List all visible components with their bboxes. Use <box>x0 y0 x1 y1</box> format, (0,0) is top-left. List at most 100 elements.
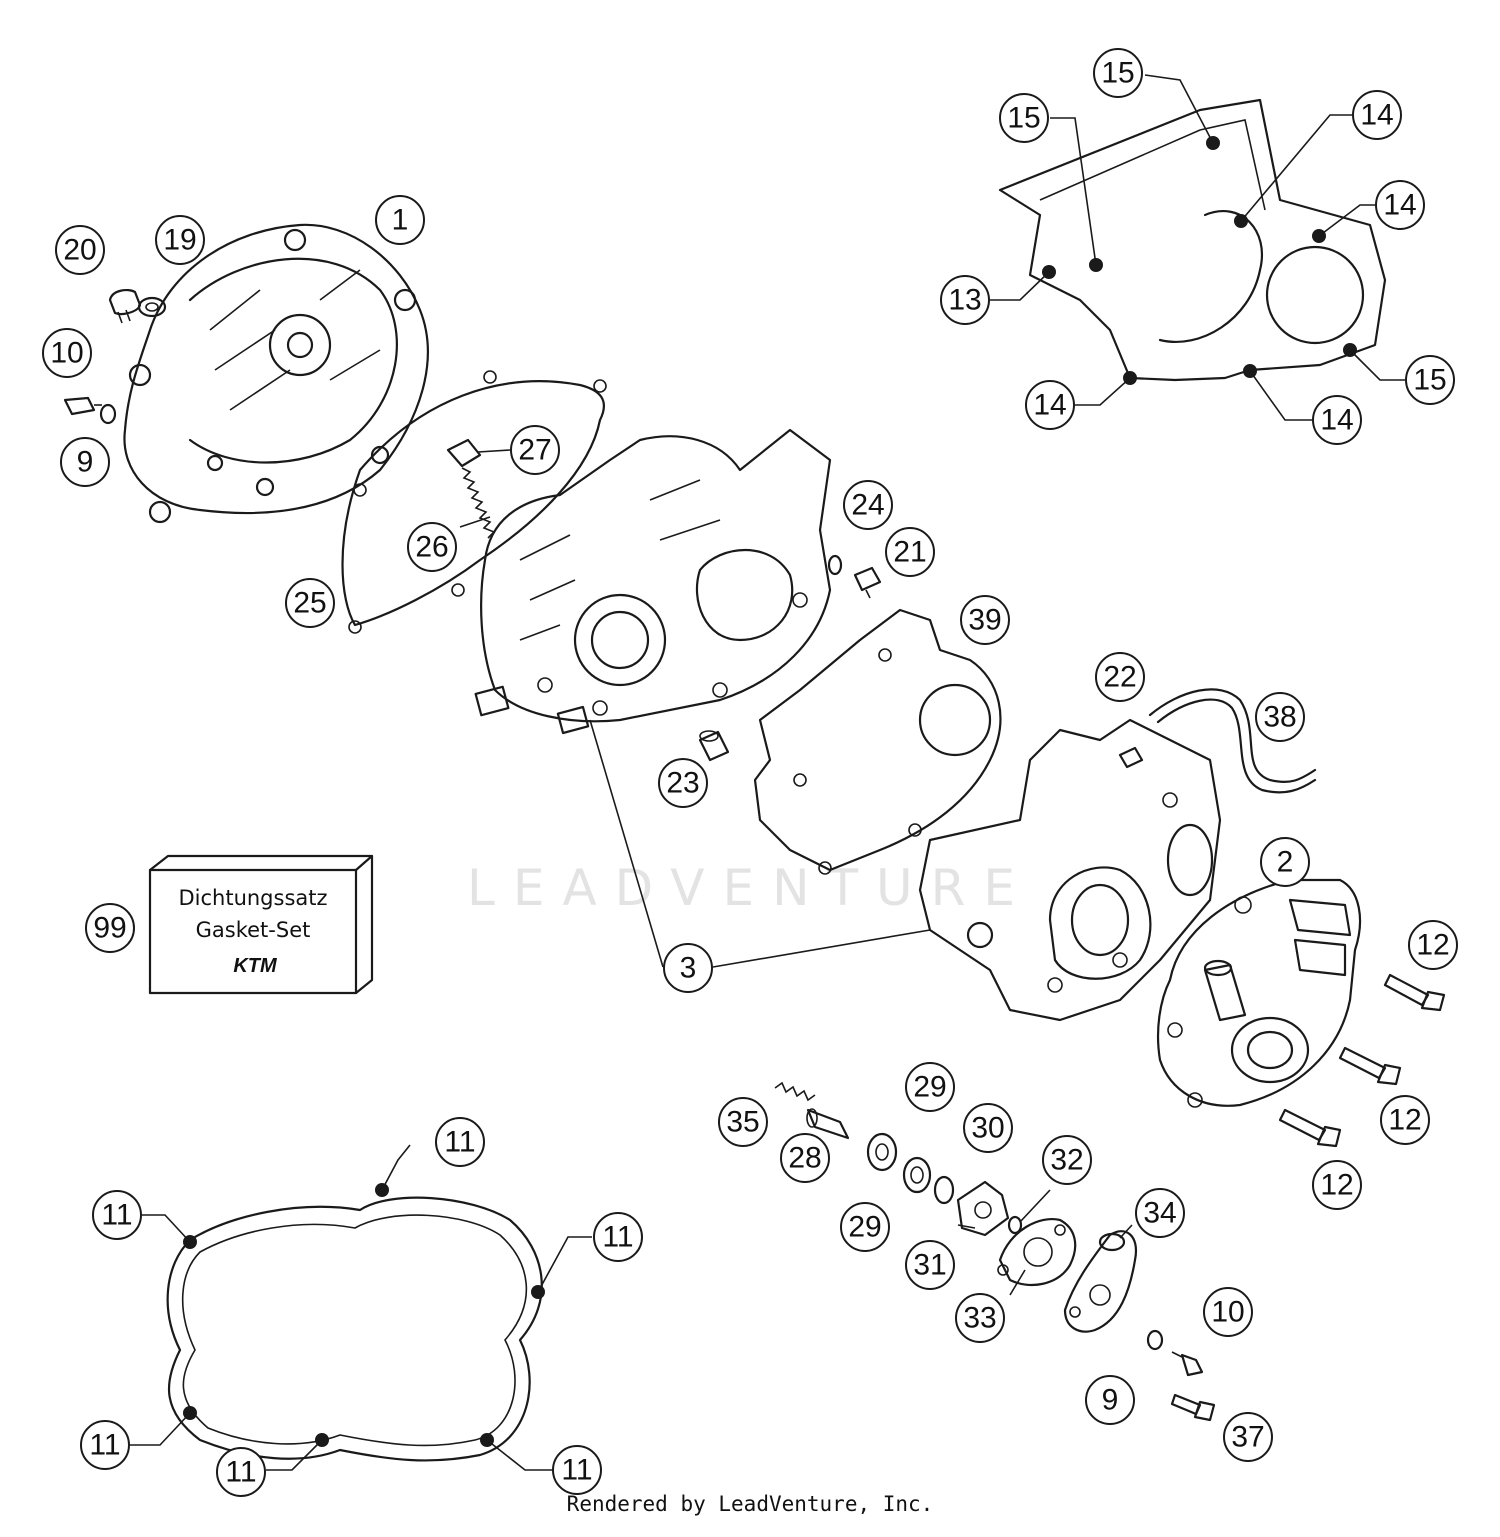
gasket-set-label-de: Dichtungssatz <box>178 886 327 910</box>
svg-text:15: 15 <box>1101 57 1134 90</box>
o-ring-32-part <box>1007 1215 1023 1235</box>
callout-12-top: 12 <box>1408 920 1458 970</box>
svg-text:34: 34 <box>1143 1197 1176 1230</box>
svg-text:19: 19 <box>163 224 196 257</box>
svg-text:15: 15 <box>1413 364 1446 397</box>
callout-35: 35 <box>718 1097 768 1147</box>
svg-text:29: 29 <box>848 1211 881 1244</box>
callout-15-right: 15 <box>1405 355 1455 405</box>
callout-3: 3 <box>663 943 713 993</box>
callout-19: 19 <box>155 215 205 265</box>
callout-11-top: 11 <box>435 1117 485 1167</box>
svg-text:11: 11 <box>561 1454 592 1487</box>
svg-text:10: 10 <box>1211 1296 1244 1329</box>
svg-text:3: 3 <box>680 952 697 985</box>
svg-text:14: 14 <box>1033 389 1066 422</box>
svg-text:21: 21 <box>893 536 926 569</box>
screw-37-part <box>1170 1393 1216 1422</box>
callout-24: 24 <box>843 480 893 530</box>
svg-text:27: 27 <box>518 434 551 467</box>
screw-12-middle-part <box>1338 1046 1402 1086</box>
callout-15-top: 15 <box>1093 48 1143 98</box>
svg-text:39: 39 <box>968 604 1001 637</box>
gasket-set-label-en: Gasket-Set <box>196 918 311 942</box>
callout-25: 25 <box>285 578 335 628</box>
gasket-inset-bottom-left <box>166 1183 545 1462</box>
seal-29-top-part <box>866 1132 898 1172</box>
svg-text:10: 10 <box>50 337 83 370</box>
svg-text:14: 14 <box>1360 99 1393 132</box>
callout-1: 1 <box>375 195 425 245</box>
callout-13: 13 <box>940 275 990 325</box>
crankcase-left-part <box>474 428 832 735</box>
callout-34: 34 <box>1135 1188 1185 1238</box>
spring-26-part <box>461 467 496 539</box>
clutch-cover-2-part <box>1156 878 1362 1108</box>
spring-35-part <box>774 1081 816 1102</box>
svg-text:11: 11 <box>444 1126 475 1159</box>
callout-14-bottom-left: 14 <box>1025 380 1075 430</box>
callout-10-left: 10 <box>42 328 92 378</box>
dowel-pin-23-part <box>698 730 730 762</box>
gasket-inset-top-right <box>998 98 1387 385</box>
callout-23: 23 <box>658 758 708 808</box>
svg-text:23: 23 <box>666 767 699 800</box>
washer-9-right-part <box>1146 1329 1164 1351</box>
ignition-cover-part <box>123 223 429 524</box>
callout-37: 37 <box>1223 1412 1273 1462</box>
screw-10-right-part <box>1171 1351 1204 1377</box>
svg-text:11: 11 <box>89 1429 120 1462</box>
washer-30-part <box>933 1175 955 1205</box>
callout-28: 28 <box>780 1133 830 1183</box>
svg-text:24: 24 <box>851 489 884 522</box>
callout-11-upper-left: 11 <box>92 1190 142 1240</box>
pin-28-part <box>806 1108 850 1140</box>
washer-9-left-part <box>99 403 117 425</box>
svg-text:13: 13 <box>948 284 981 317</box>
svg-text:12: 12 <box>1416 929 1449 962</box>
callout-33: 33 <box>955 1293 1005 1343</box>
callout-11-bottom-middle: 11 <box>216 1447 266 1497</box>
gasket-39-part <box>753 608 1002 875</box>
svg-text:22: 22 <box>1103 661 1136 694</box>
callout-38: 38 <box>1255 692 1305 742</box>
callout-99: 99 <box>85 903 135 953</box>
seal-29-bottom-part <box>902 1156 932 1194</box>
callout-12-middle: 12 <box>1380 1095 1430 1145</box>
leader-lines <box>130 74 1405 1471</box>
screw-10-left-part <box>63 396 102 416</box>
callout-20: 20 <box>55 225 105 275</box>
gasket-25-part <box>341 370 607 634</box>
plug-27-part <box>446 438 482 468</box>
svg-text:33: 33 <box>963 1302 996 1335</box>
callout-30: 30 <box>963 1103 1013 1153</box>
callout-21: 21 <box>885 527 935 577</box>
svg-text:26: 26 <box>415 531 448 564</box>
callout-27: 27 <box>510 425 560 475</box>
callout-31: 31 <box>905 1240 955 1290</box>
screw-12-top-part <box>1383 973 1446 1012</box>
callout-9-left: 9 <box>60 437 110 487</box>
screw-21-part <box>853 566 882 599</box>
svg-text:2: 2 <box>1277 846 1294 879</box>
svg-text:9: 9 <box>1102 1384 1119 1417</box>
svg-text:15: 15 <box>1007 102 1040 135</box>
svg-text:14: 14 <box>1320 404 1353 437</box>
callout-10-right: 10 <box>1203 1287 1253 1337</box>
svg-text:12: 12 <box>1320 1169 1353 1202</box>
svg-text:32: 32 <box>1050 1144 1083 1177</box>
callout-14-top: 14 <box>1352 90 1402 140</box>
callout-11-lower-left: 11 <box>80 1420 130 1470</box>
callout-11-upper-right: 11 <box>593 1212 643 1262</box>
callout-15-left: 15 <box>999 93 1049 143</box>
svg-text:11: 11 <box>101 1199 132 1232</box>
svg-text:25: 25 <box>293 587 326 620</box>
svg-text:37: 37 <box>1231 1421 1264 1454</box>
svg-text:30: 30 <box>971 1112 1004 1145</box>
gasket-set-box: Dichtungssatz Gasket-Set KTM <box>148 854 374 995</box>
callout-14-bottom-right: 14 <box>1312 395 1362 445</box>
callout-12-bottom: 12 <box>1312 1160 1362 1210</box>
svg-text:28: 28 <box>788 1142 821 1175</box>
pump-cover-gasket-33-part <box>997 1217 1077 1287</box>
